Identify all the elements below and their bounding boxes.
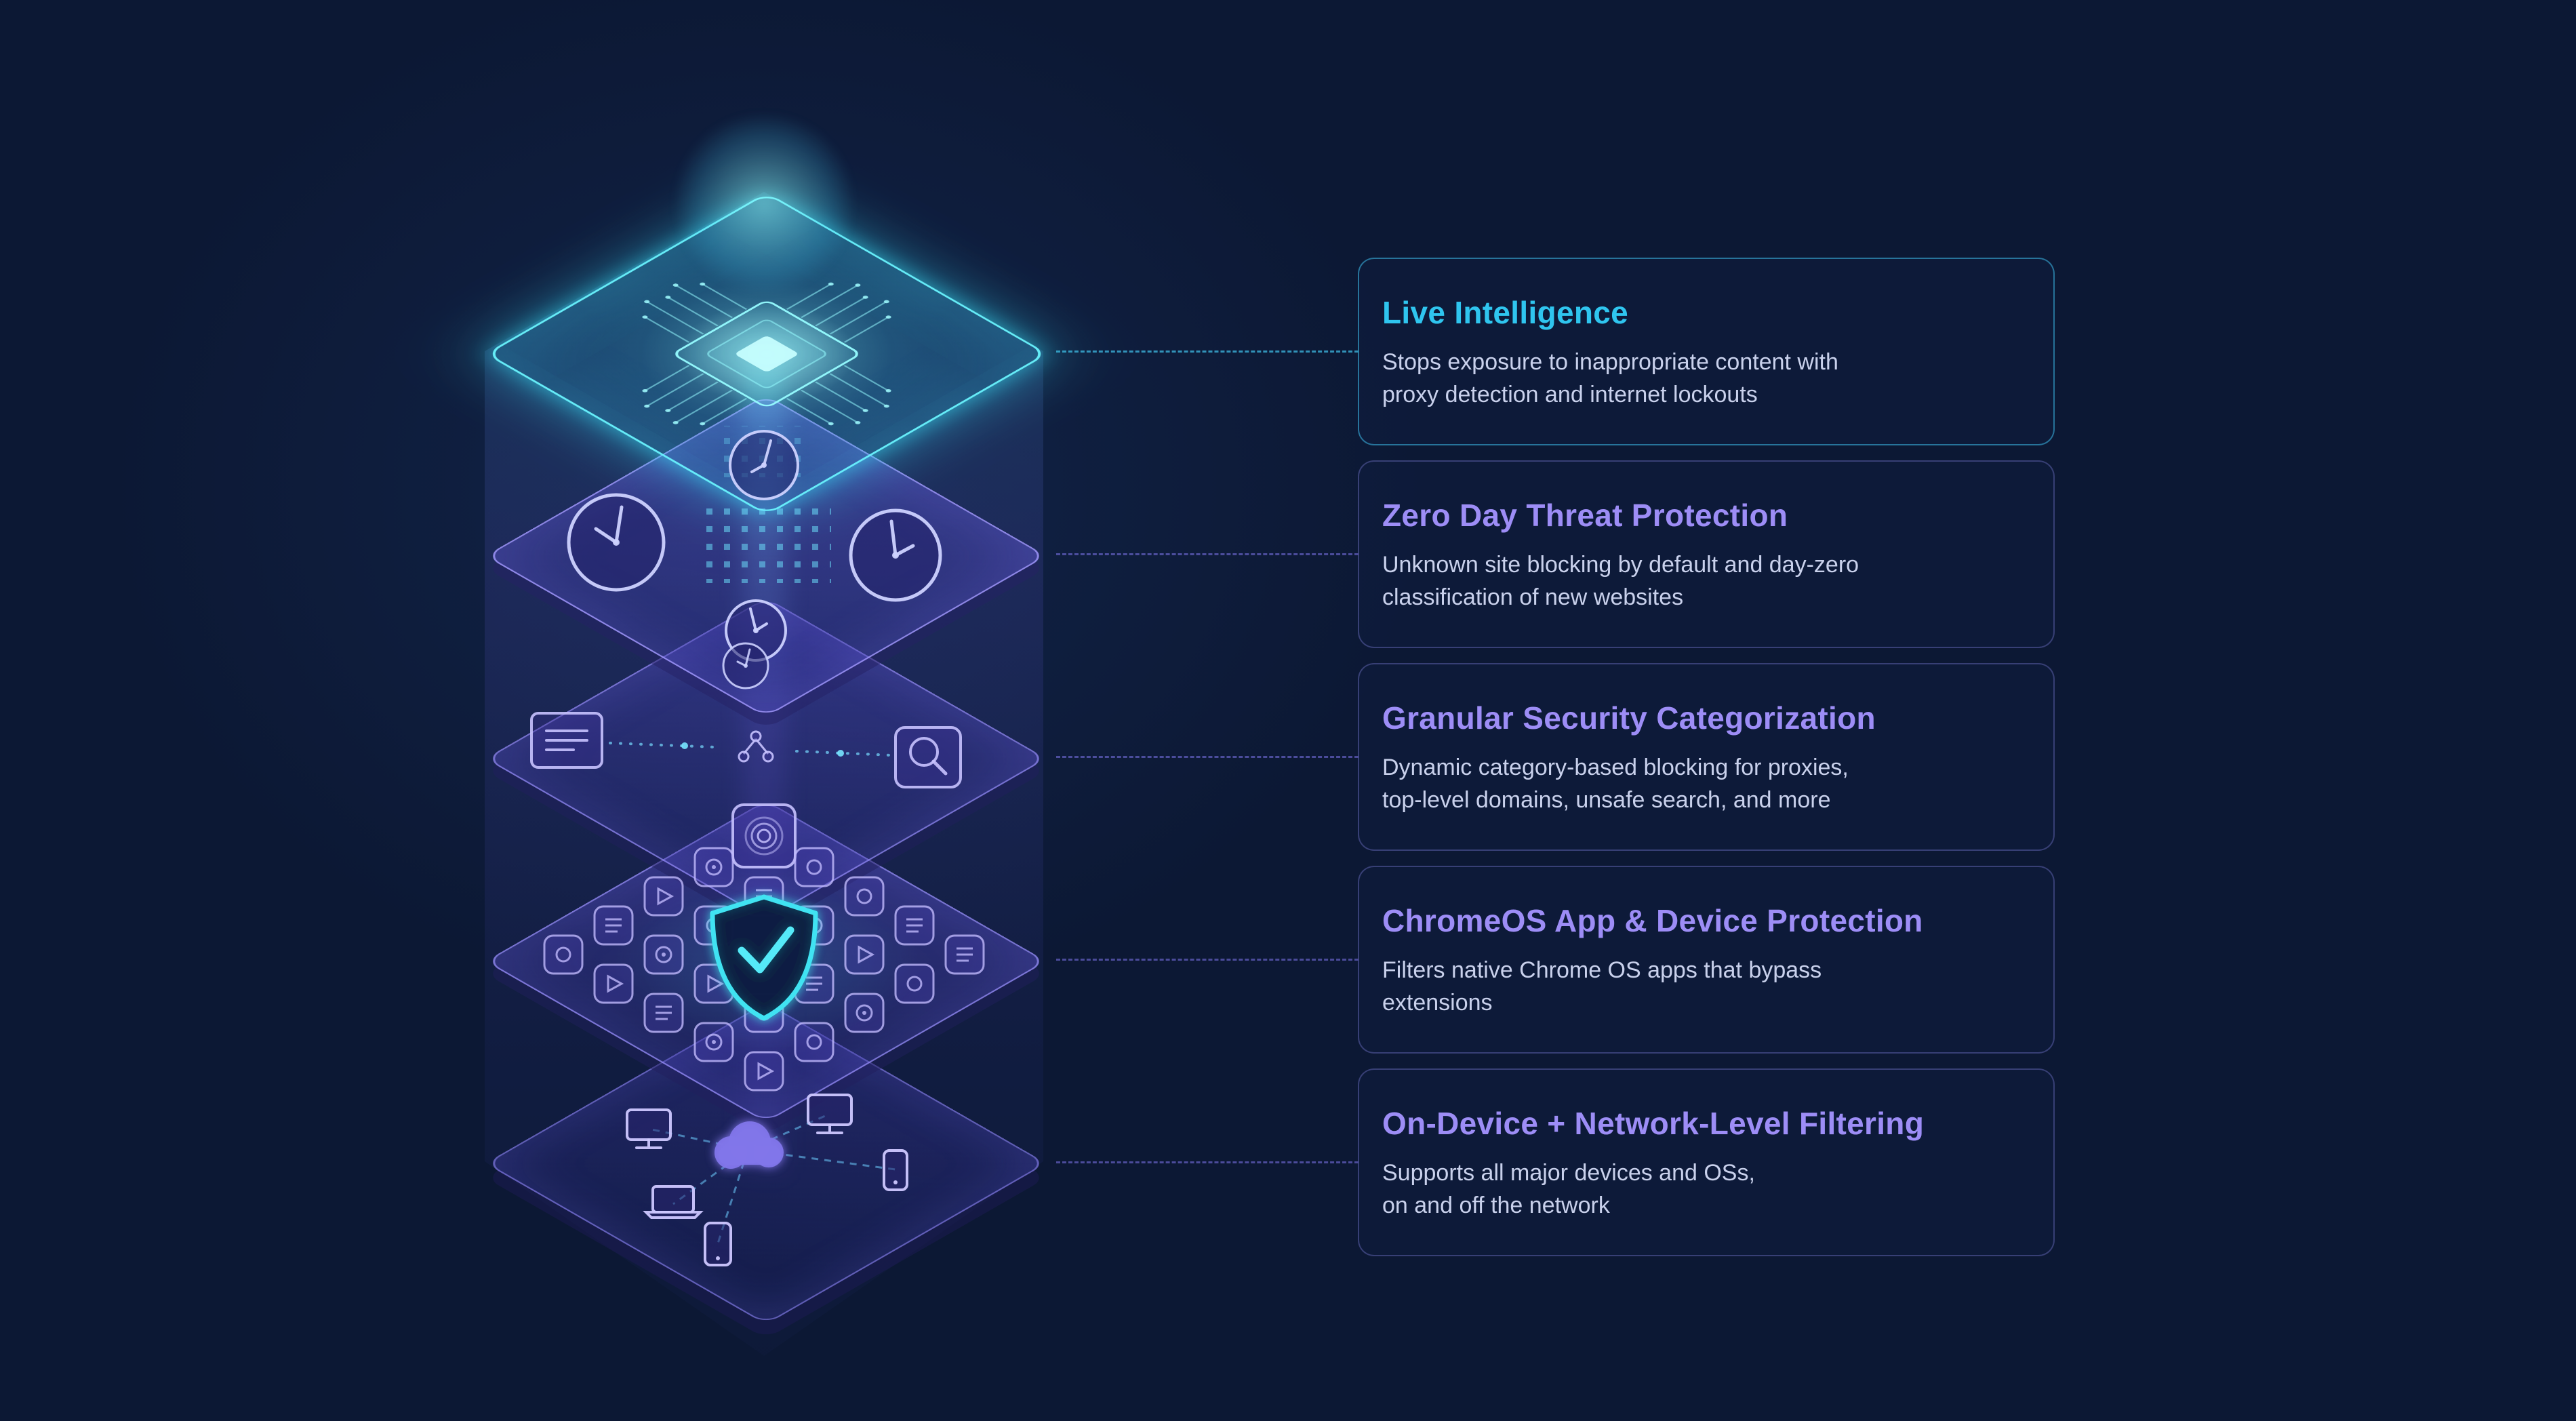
feature-card-chromeos: ChromeOS App & Device Protection Filters… <box>1358 866 2055 1054</box>
connector-line-chromeos <box>1056 959 1359 961</box>
connector-line-on-device <box>1056 1161 1359 1163</box>
card-title: On-Device + Network-Level Filtering <box>1382 1106 1925 1141</box>
card-title: Live Intelligence <box>1382 295 1628 330</box>
feature-card-list: Live Intelligence Stops exposure to inap… <box>1358 258 2055 1256</box>
card-description: Stops exposure to inappropriate content … <box>1382 349 1838 408</box>
connector-line-granular-security <box>1056 756 1359 758</box>
feature-card-live-intelligence: Live Intelligence Stops exposure to inap… <box>1358 258 2055 445</box>
feature-card-zero-day: Zero Day Threat Protection Unknown site … <box>1358 460 2055 648</box>
connector-line-zero-day <box>1056 553 1359 555</box>
card-title: Granular Security Categorization <box>1382 700 1876 736</box>
feature-card-granular-security: Granular Security Categorization Dynamic… <box>1358 663 2055 851</box>
connector-line-live-intelligence <box>1056 351 1359 353</box>
card-title: Zero Day Threat Protection <box>1382 498 1788 533</box>
card-description: Unknown site blocking by default and day… <box>1382 552 1859 611</box>
card-description: Filters native Chrome OS apps that bypas… <box>1382 957 1822 1016</box>
glow-beam <box>742 366 786 1173</box>
card-description: Dynamic category-based blocking for prox… <box>1382 755 1849 814</box>
card-description: Supports all major devices and OSs, on a… <box>1382 1160 1755 1219</box>
card-title: ChromeOS App & Device Protection <box>1382 903 1923 938</box>
feature-card-on-device: On-Device + Network-Level Filtering Supp… <box>1358 1068 2055 1256</box>
